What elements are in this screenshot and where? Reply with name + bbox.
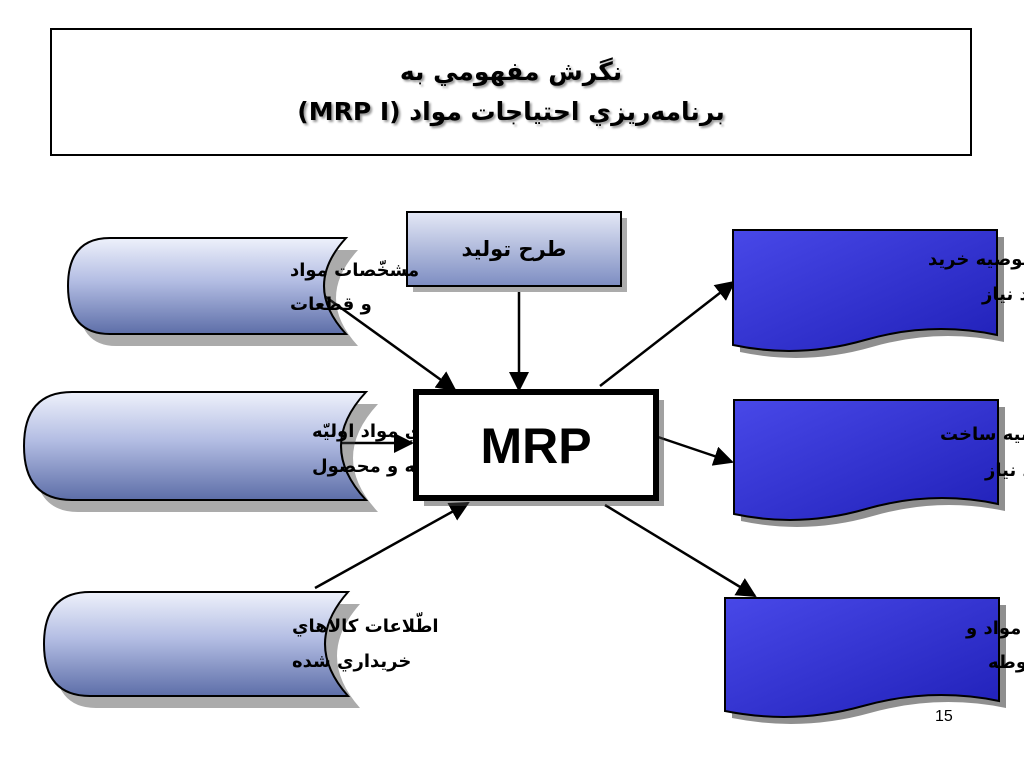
input-inventory: موجودي مواد اوليّه نيم ساخته و محصول (22, 391, 495, 512)
output-make-line1: توصيه ساخت (940, 424, 1024, 445)
arrows (304, 280, 757, 598)
output-purchase-line1: توصيه خريد (928, 249, 1024, 270)
arrow-purchase-to-mrp (314, 501, 470, 590)
output-shortage-line2: قطعات و زمان‌هاي مربوطه (988, 652, 1024, 673)
arrow-spec-to-mrp (304, 280, 457, 392)
output-shortage-list: ليست كمبود مواد و قطعات و زمان‌هاي مربوط… (724, 597, 1024, 724)
input-material-spec-line2: و قطعات (290, 294, 372, 315)
output-make-recommendation: توصيه ساخت درزمان‌هاي مورد نياز (733, 399, 1024, 527)
input-purchase-info-line1: اطّلاعات كالاهاي (292, 612, 439, 637)
output-make-line2: درزمان‌هاي مورد نياز (984, 460, 1024, 481)
input-purchase-info: اطّلاعات كالاهاي خريداري شده (42, 591, 439, 708)
title-line-1: نگرش مفهومي به (399, 57, 623, 86)
production-plan-box: طرح توليد (406, 211, 627, 292)
page-number: 15 (935, 708, 953, 725)
output-purchase-line2: درزمان‌هاي مورد نياز (981, 284, 1024, 305)
title-box: نگرش مفهومي به برنامه‌ريزي احتياجات مواد… (50, 28, 972, 156)
output-shortage-line1: ليست كمبود مواد و (965, 618, 1024, 639)
input-purchase-info-line2: خريداري شده (292, 651, 411, 672)
title-line-2: برنامه‌ريزي احتياجات مواد (MRP I) (297, 97, 725, 126)
mrp-label: MRP (480, 418, 591, 474)
production-plan-label: طرح توليد (462, 237, 567, 261)
mrp-box: MRP (413, 389, 664, 506)
input-material-spec-line1: مشخّصات مواد (290, 260, 419, 281)
arrow-mrp-to-shortage (604, 503, 757, 598)
arrow-mrp-to-make (657, 435, 734, 466)
input-material-spec: مشخّصات مواد و قطعات (66, 237, 419, 346)
output-purchase-recommendation: توصيه خريد درزمان‌هاي مورد نياز (732, 229, 1024, 358)
arrow-mrp-to-buy (599, 280, 736, 387)
